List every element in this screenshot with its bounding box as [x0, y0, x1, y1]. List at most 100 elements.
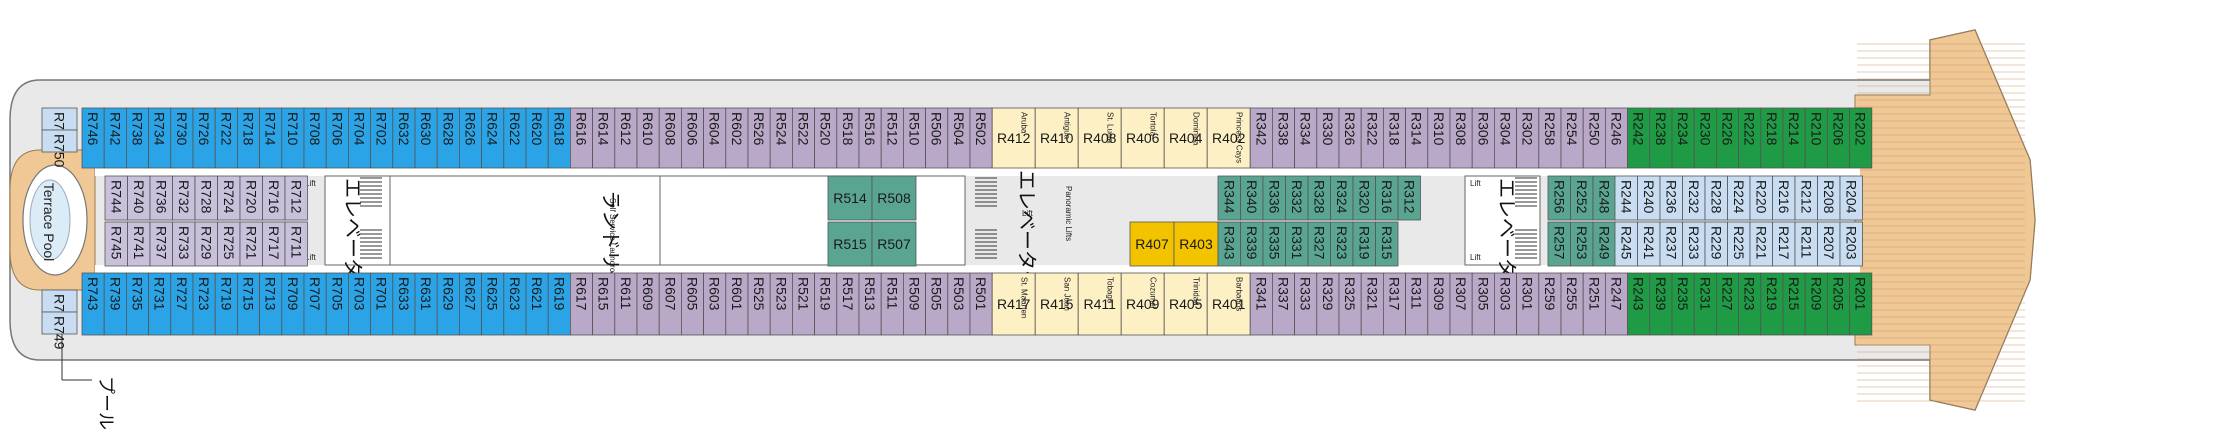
cabin-number: R708	[307, 112, 323, 146]
cabin-number: R604	[707, 112, 723, 146]
cabin-number: R233	[1686, 226, 1702, 260]
cabin-number: R408	[1083, 130, 1117, 146]
cabin-number: R501	[973, 277, 989, 311]
cabin-number: R401	[1212, 296, 1246, 312]
cabin-r335: R335	[1262, 221, 1286, 267]
cabin-number: R308	[1453, 112, 1469, 146]
cabin-r243: R243	[1627, 272, 1651, 336]
cabin-r208: R208	[1817, 175, 1841, 221]
cabin-r627: R627	[458, 272, 482, 336]
cabin-number: R255	[1564, 277, 1580, 311]
cabin-number: R731	[152, 277, 168, 311]
cabin-r314: R314	[1405, 107, 1429, 169]
cabin-box	[1375, 221, 1399, 267]
cabin-r611: R611	[614, 272, 638, 336]
cabin-number: R608	[662, 112, 678, 146]
cabin-box	[1206, 107, 1251, 169]
cabin-r610: R610	[636, 107, 660, 169]
cabin-number: R207	[1821, 226, 1837, 260]
lift-label: Lift	[305, 253, 316, 262]
cabin-r250: R250	[1582, 107, 1606, 169]
cabin-number: R411	[1083, 296, 1116, 312]
cabin-r312: R312	[1397, 175, 1421, 221]
cabin-number: R329	[1320, 277, 1336, 311]
cabin-r501: R501	[969, 272, 993, 336]
cabin-number: R521	[796, 277, 812, 311]
cabin-number: R723	[196, 277, 212, 311]
cabin-r521: R521	[792, 272, 816, 336]
cabin-r342: R342	[1249, 107, 1273, 169]
cabin-r725: R725	[217, 221, 241, 267]
cabin-box	[991, 272, 1036, 336]
cabin-number: R238	[1653, 112, 1669, 146]
cabin-number: R632	[396, 112, 412, 146]
cabin-number: R328	[1311, 180, 1327, 214]
cabin-number: R212	[1798, 180, 1814, 214]
cabin-number: R330	[1320, 112, 1336, 146]
cabin-number: R722	[218, 112, 234, 146]
cabin-number: R603	[707, 277, 723, 311]
cabin-island-name: Dominica	[1192, 112, 1201, 146]
cabin-r713: R713	[259, 272, 283, 336]
cabin-number: R704	[352, 112, 368, 146]
cabin-r514: R514	[827, 175, 873, 221]
cabin-number: R525	[751, 277, 767, 311]
cabin-r517: R517	[836, 272, 860, 336]
cabin-r329: R329	[1316, 272, 1340, 336]
cabin-number: R611	[618, 277, 634, 310]
cabin-r303: R303	[1494, 272, 1518, 336]
cabin-number: R252	[1574, 180, 1590, 214]
cabin-r230: R230	[1693, 107, 1717, 169]
cabin-number: R750	[52, 134, 68, 168]
cabin-number: R219	[1764, 277, 1780, 311]
cabin-r515: R515	[827, 221, 873, 267]
cabin-number: R737	[153, 226, 169, 260]
cabin-r211: R211	[1794, 221, 1818, 267]
cabin-island-name: Trinidad	[1192, 277, 1201, 306]
cabin-number: R602	[729, 112, 745, 146]
cabin-number: R705	[329, 277, 345, 311]
cabin-number: R746	[85, 112, 101, 146]
cabin-box	[1206, 272, 1251, 336]
cabin-r516: R516	[858, 107, 882, 169]
cabin-number: R304	[1498, 112, 1514, 146]
cabin-number: R511	[884, 277, 900, 310]
cabin-island-name: Tortola	[1149, 112, 1158, 137]
cabin-number: R251	[1586, 277, 1602, 311]
cabin-r233: R233	[1682, 221, 1706, 267]
cabin-r201: R201	[1849, 272, 1873, 336]
cabin-r301: R301	[1516, 272, 1540, 336]
cabin-number: R409	[1126, 296, 1160, 312]
cabin-island-name: St. Maarten	[1020, 277, 1029, 318]
cabin-r746: R746	[81, 107, 105, 169]
cabin-r714: R714	[259, 107, 283, 169]
cabin-number: R237	[1663, 226, 1679, 260]
cabin-number: R332	[1289, 180, 1305, 214]
cabin-number: R721	[243, 226, 259, 260]
cabin-r316: R316	[1375, 175, 1399, 221]
cabin-number: R735	[130, 277, 146, 311]
terrace-pool-water	[29, 179, 71, 261]
cabin-number: R221	[1753, 226, 1769, 260]
cabin-r728: R728	[194, 175, 218, 221]
cabin-r513: R513	[858, 272, 882, 336]
cabin-r619: R619	[547, 272, 571, 336]
cabin-r750: R750	[41, 129, 78, 168]
cabin-r239: R239	[1649, 272, 1673, 336]
cabin-number: R410	[1040, 130, 1074, 146]
cabin-number: R624	[485, 112, 501, 146]
cabin-number: R220	[1753, 180, 1769, 214]
cabin-number: R338	[1276, 112, 1292, 146]
cabin-r704: R704	[347, 107, 371, 169]
cabin-box	[1849, 107, 1873, 169]
cabin-r340: R340	[1240, 175, 1264, 221]
cabin-number: R319	[1356, 226, 1372, 260]
cabin-r339: R339	[1240, 221, 1264, 267]
cabin-number: R502	[973, 112, 989, 146]
cabin-number: R739	[107, 277, 123, 311]
cabin-number: R617	[574, 277, 590, 311]
cabin-number: R509	[907, 277, 923, 311]
